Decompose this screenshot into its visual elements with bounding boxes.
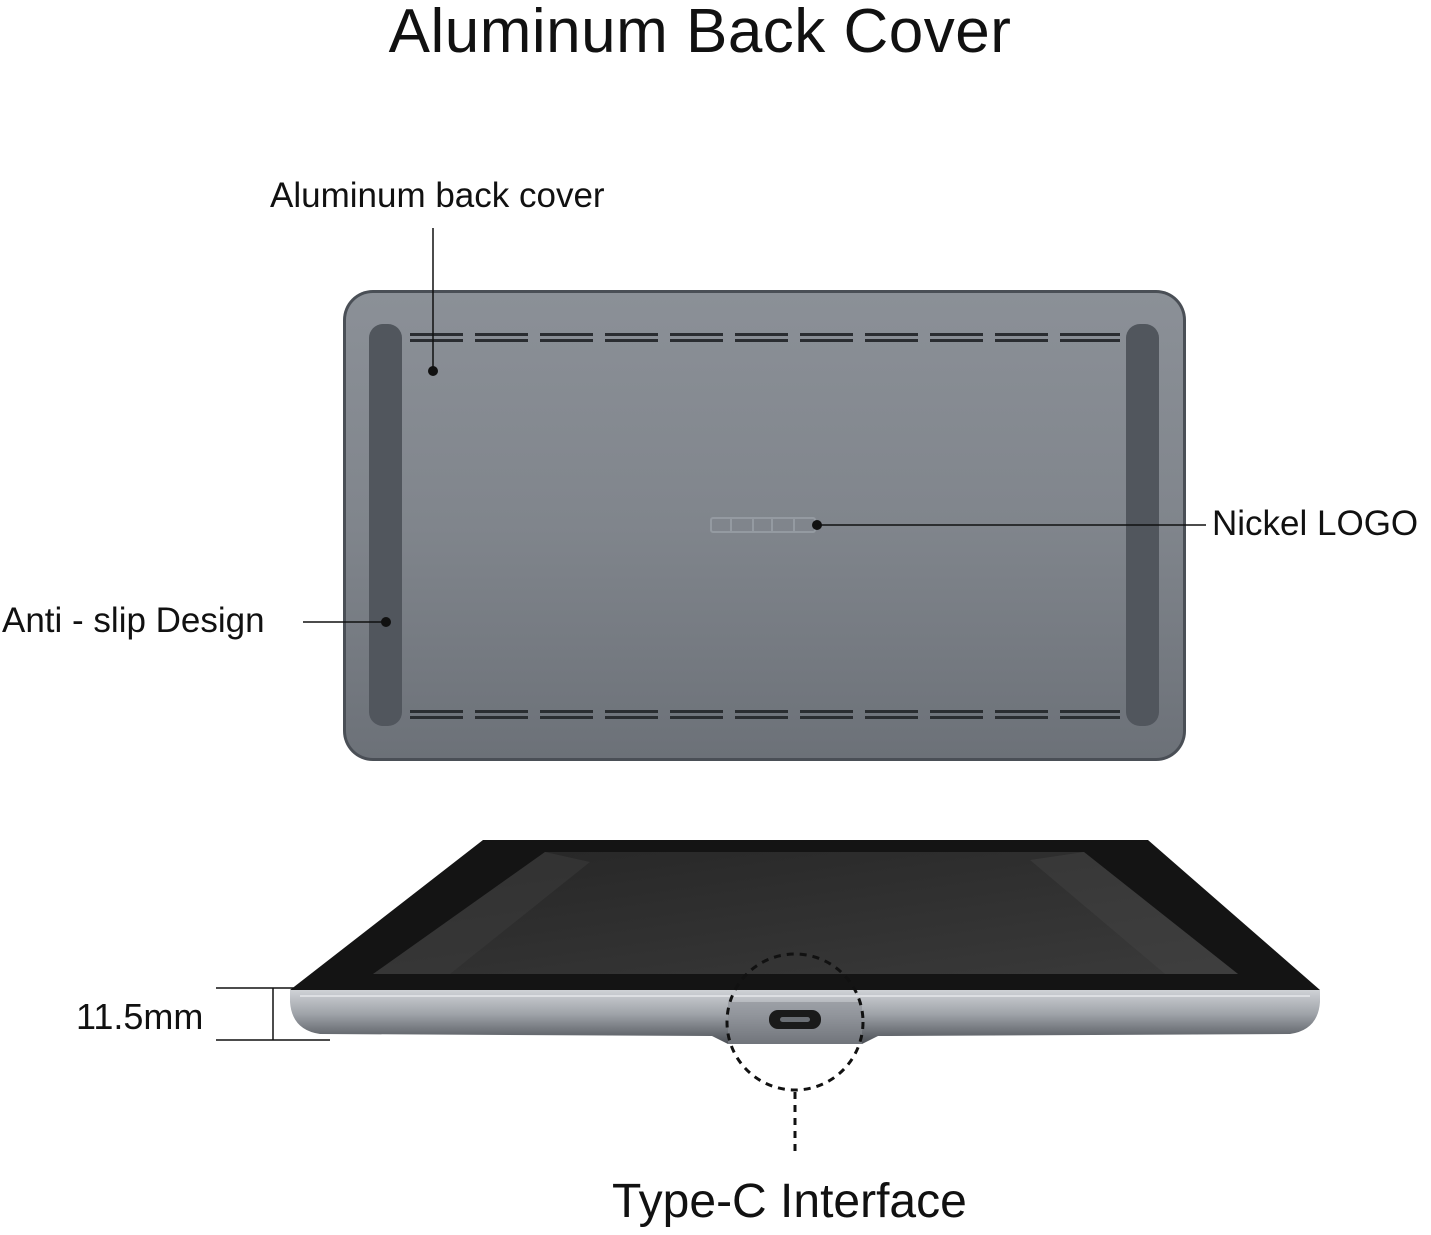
tablet-back-view bbox=[343, 290, 1186, 761]
label-anti-slip-design: Anti - slip Design bbox=[2, 601, 265, 640]
callout-back-cover bbox=[428, 228, 438, 376]
thickness-dimension bbox=[216, 987, 330, 1041]
anti-slip-rail-left bbox=[369, 324, 402, 726]
label-aluminum-back-cover: Aluminum back cover bbox=[270, 176, 605, 215]
page-title: Aluminum Back Cover bbox=[388, 0, 1012, 66]
vent-slots-top bbox=[410, 333, 1120, 342]
callout-logo bbox=[812, 520, 1206, 530]
label-nickel-logo: Nickel LOGO bbox=[1212, 504, 1419, 543]
tablet-side-view bbox=[290, 840, 1320, 1044]
screen-reflection-left bbox=[373, 852, 590, 974]
screen-reflection bbox=[1030, 852, 1238, 974]
label-type-c-interface: Type-C Interface bbox=[612, 1175, 967, 1228]
back-cover-panel bbox=[346, 293, 1183, 758]
callout-anti-slip bbox=[303, 617, 391, 627]
vent-slots-bottom bbox=[410, 710, 1120, 719]
label-thickness: 11.5mm bbox=[76, 996, 204, 1037]
screen-area bbox=[373, 852, 1238, 974]
port-magnifier bbox=[725, 952, 865, 1152]
